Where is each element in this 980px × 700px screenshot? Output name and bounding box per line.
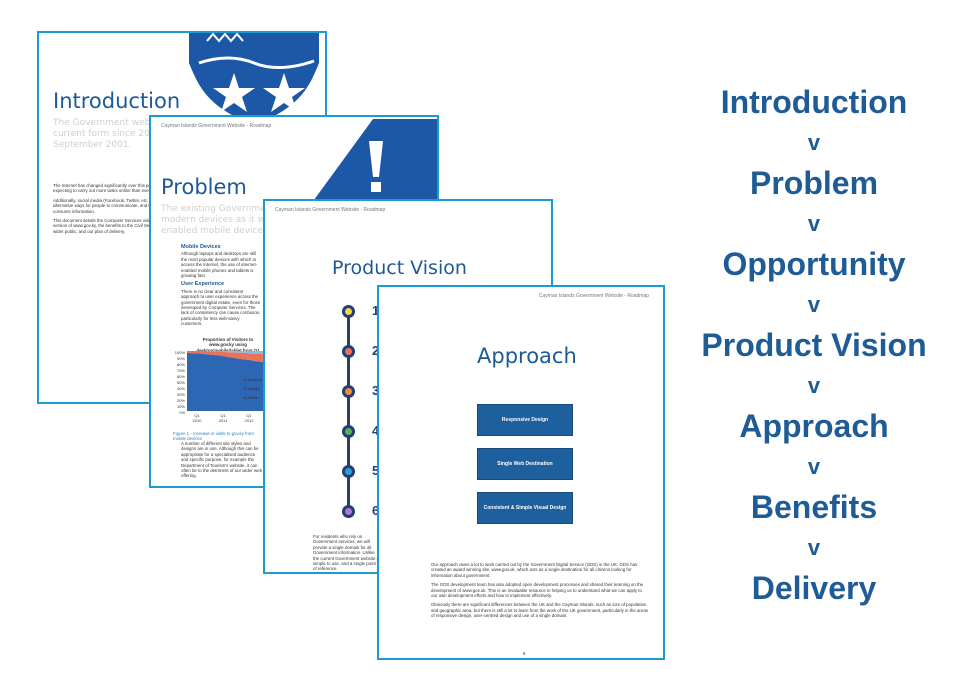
timeline: 1 2 3 4 5 6	[342, 303, 390, 520]
y-tick: 30%	[176, 392, 185, 397]
down-arrow-icon: v	[807, 373, 821, 398]
problem-title: Problem	[161, 175, 247, 199]
timeline-label: 4	[372, 423, 380, 438]
page-header: Cayman Islands Government Website - Road…	[275, 207, 386, 213]
timeline-node	[342, 425, 355, 438]
approach-body-text: Our approach owes a lot to work carried …	[431, 562, 649, 623]
cayman-crest-graphic	[189, 33, 319, 125]
timeline-node	[342, 305, 355, 318]
timeline-node	[342, 345, 355, 358]
down-arrow-icon: v	[807, 130, 821, 155]
outline-item-introduction: Introduction	[720, 84, 908, 120]
timeline-node	[342, 385, 355, 398]
y-tick: 100%	[174, 350, 185, 355]
timeline-dot	[345, 308, 352, 315]
page-header: Cayman Islands Government Website - Road…	[161, 123, 272, 129]
page-header: Cayman Islands Government Website - Road…	[538, 293, 649, 299]
y-tick: 80%	[176, 362, 185, 367]
down-arrow-icon: v	[807, 454, 821, 479]
introduction-body-text: The Internet has changed significantly o…	[53, 183, 183, 238]
user-experience-heading: User Experience	[181, 281, 225, 288]
intro-paragraph: The Internet has changed significantly o…	[53, 183, 182, 194]
problem-paragraph: There is no clear and consistent approac…	[181, 288, 261, 327]
timeline-label: 3	[372, 383, 380, 398]
down-arrow-icon: v	[807, 292, 821, 317]
timeline-line	[347, 309, 350, 509]
y-tick: 10%	[176, 404, 185, 409]
series-area-mobile	[187, 351, 267, 363]
timeline-label: 6	[372, 503, 380, 518]
responsive-design-button: Responsive Design	[477, 404, 573, 436]
outline-item-product-vision: Product Vision	[701, 327, 927, 363]
down-arrow-icon: v	[807, 535, 821, 560]
y-tick: 40%	[176, 386, 185, 391]
timeline-dot	[345, 388, 352, 395]
y-tick: 50%	[176, 380, 185, 385]
timeline-dot	[345, 348, 352, 355]
y-tick: 0%	[179, 410, 185, 415]
down-arrow-icon: v	[807, 211, 821, 236]
series-area-tablet	[187, 351, 267, 355]
approach-paragraph: The GDS development team has also adopte…	[431, 582, 644, 599]
timeline-label: 1	[372, 303, 380, 318]
x-tick: Q1 2010	[192, 413, 202, 423]
y-axis-ticks: 100% 90% 80% 70% 60% 50% 40% 30% 20% 10%…	[169, 350, 185, 416]
approach-page: Cayman Islands Government Website - Road…	[377, 285, 665, 660]
single-web-destination-button: Single Web Destination	[477, 448, 573, 480]
roadmap-outline: Introduction v Problem v Opportunity v P…	[678, 82, 950, 608]
problem-paragraph: Although laptops and desktops are still …	[181, 251, 258, 279]
timeline-dot	[345, 428, 352, 435]
y-tick: 90%	[176, 356, 185, 361]
outline-item-approach: Approach	[739, 408, 889, 444]
visitor-proportion-chart	[187, 351, 267, 411]
outline-item-problem: Problem	[749, 165, 879, 201]
problem-body-text: Mobile Devices Although laptops and desk…	[181, 244, 261, 331]
outline-item-benefits: Benefits	[750, 489, 878, 525]
intro-paragraph: This document details the Computer Servi…	[53, 218, 180, 234]
consistent-visual-design-button: Consistent & Simple Visual Design	[477, 492, 573, 524]
mobile-devices-heading: Mobile Devices	[181, 244, 221, 250]
timeline-node	[342, 465, 355, 478]
y-tick: 20%	[176, 398, 185, 403]
intro-paragraph: Additionally, social media (Facebook, Tw…	[53, 197, 173, 214]
x-tick: Q1 2011	[218, 413, 228, 423]
figure-caption: Figure 1 - Increase in visits to gov.ky …	[173, 431, 254, 442]
approach-paragraph: Our approach owes a lot to work carried …	[431, 562, 638, 578]
approach-paragraph: Obviously there are significant differen…	[431, 602, 648, 619]
problem-paragraph: A number of different site styles and de…	[181, 441, 263, 479]
outline-item-opportunity: Opportunity	[722, 246, 906, 282]
y-tick: 70%	[176, 368, 185, 373]
x-tick: Q1 2012	[244, 413, 254, 423]
timeline-dot	[345, 468, 352, 475]
timeline-label: 2	[372, 343, 380, 358]
outline-item-delivery: Delivery	[751, 570, 877, 606]
timeline-node	[342, 505, 355, 518]
chart-legend: % Desktop % Mobile % Tablet	[243, 377, 262, 400]
approach-title: Approach	[477, 344, 577, 368]
legend-item: % Tablet	[243, 395, 259, 400]
y-tick: 60%	[176, 374, 185, 379]
series-area-desktop	[187, 352, 267, 411]
product-vision-title: Product Vision	[332, 257, 467, 279]
timeline-label: 5	[372, 463, 380, 478]
legend-item: % Mobile	[243, 386, 260, 391]
introduction-title: Introduction	[53, 89, 181, 113]
legend-item: % Desktop	[243, 377, 263, 382]
vision-paragraph: For residents who rely on Government ser…	[313, 534, 377, 572]
page-number: 5	[523, 651, 526, 656]
timeline-dot	[345, 508, 352, 515]
warning-sign-graphic	[311, 119, 437, 204]
